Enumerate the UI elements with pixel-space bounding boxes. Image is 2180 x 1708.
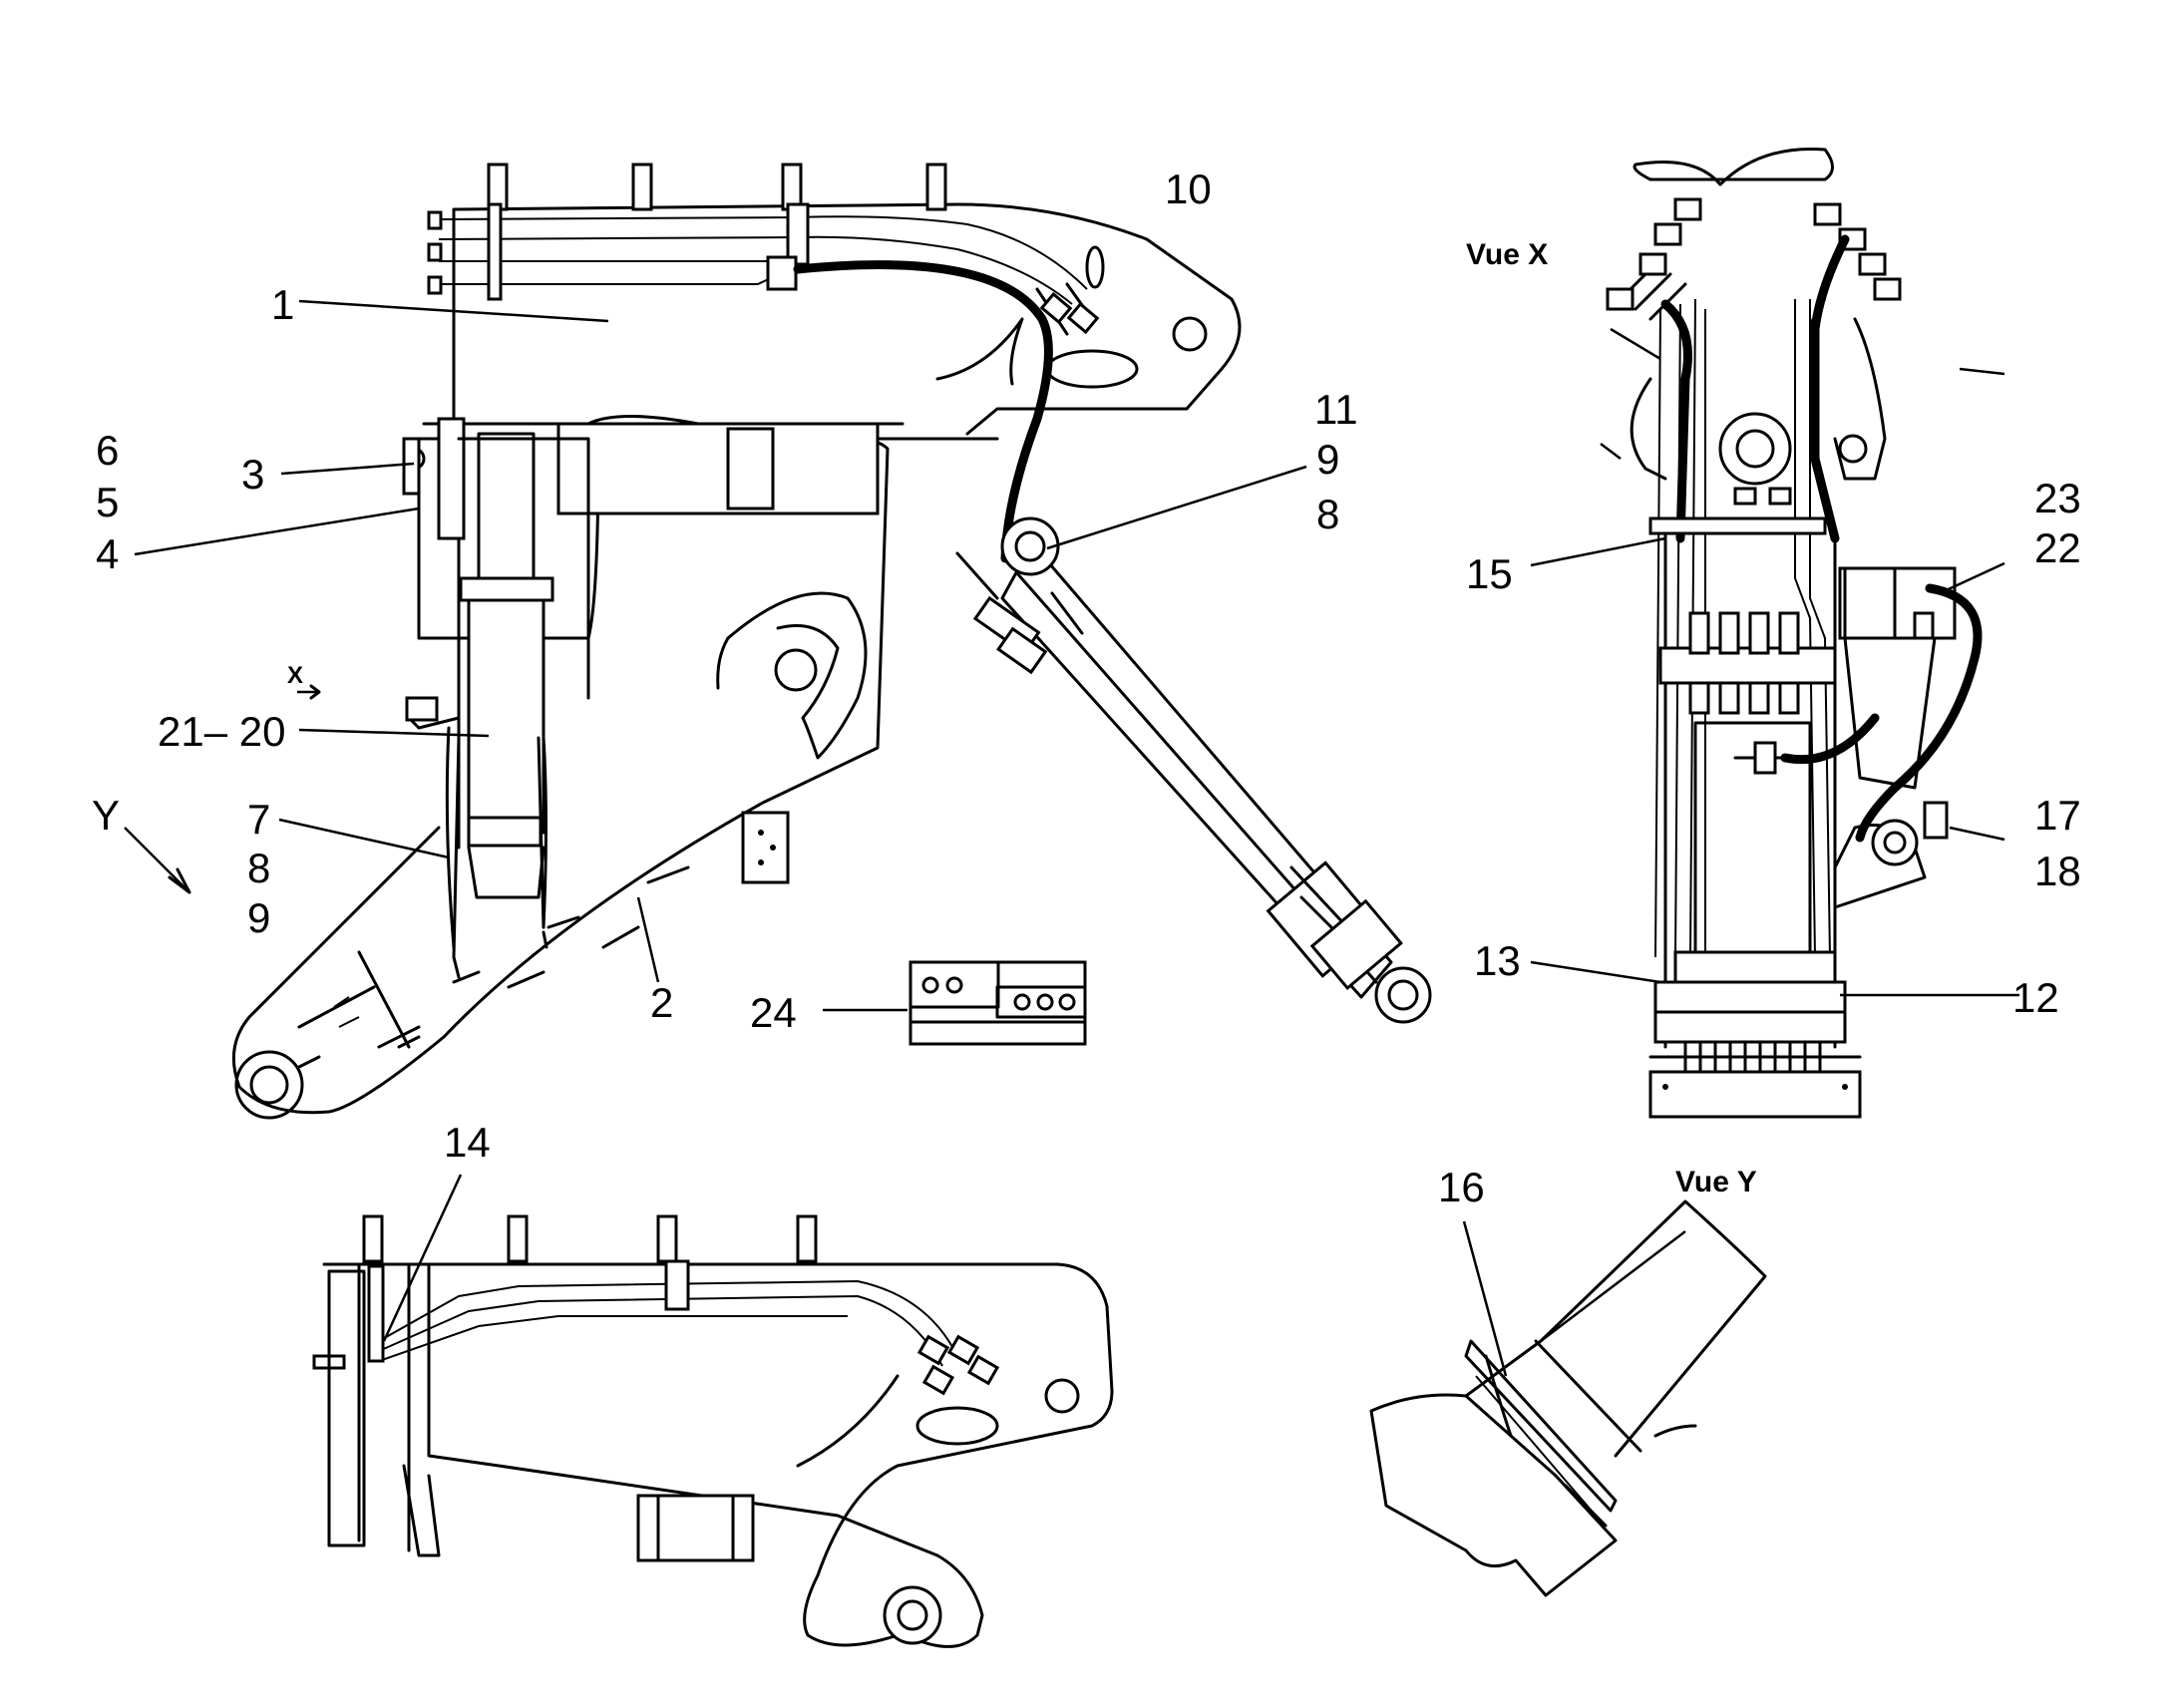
callout-12: 12 [2012, 974, 2059, 1021]
callout-6: 6 [96, 427, 119, 474]
part-24-block [908, 960, 1087, 1046]
view-x-drawing [1606, 147, 1983, 1119]
callout-10: 10 [1165, 166, 1212, 212]
callout-13: 13 [1474, 937, 1521, 984]
view-y-label: Vue Y [1675, 1166, 1757, 1198]
boom-lower-side-view [312, 1214, 1114, 1648]
leader-lines [134, 298, 2019, 1377]
view-x-label: Vue X [1466, 238, 1548, 271]
callout-21-20: 21– 20 [158, 708, 285, 755]
callout-24: 24 [750, 989, 797, 1036]
callout-14: 14 [444, 1119, 491, 1166]
callout-1: 1 [271, 281, 294, 328]
callout-2: 2 [650, 979, 673, 1026]
callout-5: 5 [96, 479, 119, 525]
callout-18: 18 [2034, 848, 2081, 894]
view-y-arrow-label: Y [92, 792, 120, 839]
callout-7: 7 [247, 796, 270, 843]
callout-15: 15 [1466, 550, 1513, 597]
callout-11: 11 [1314, 386, 1358, 433]
view-y-drawing [1369, 1199, 1767, 1597]
callout-16: 16 [1438, 1164, 1485, 1210]
view-x-arrow-label: X [287, 662, 303, 689]
callout-22: 22 [2034, 524, 2081, 571]
callout-23: 23 [2034, 475, 2081, 521]
callout-4: 4 [96, 530, 119, 577]
callout-8b: 8 [1316, 491, 1339, 537]
view-y-arrow [124, 827, 185, 888]
callout-9: 9 [247, 894, 270, 941]
callout-labels: 1 3 6 5 4 21– 20 7 8 9 2 24 10 11 9 8 15… [92, 166, 2081, 1210]
callout-3: 3 [241, 451, 264, 498]
boom-side-view [124, 163, 1432, 1120]
callout-9b: 9 [1316, 436, 1339, 483]
callout-17: 17 [2034, 792, 2081, 839]
callout-8: 8 [247, 845, 270, 891]
